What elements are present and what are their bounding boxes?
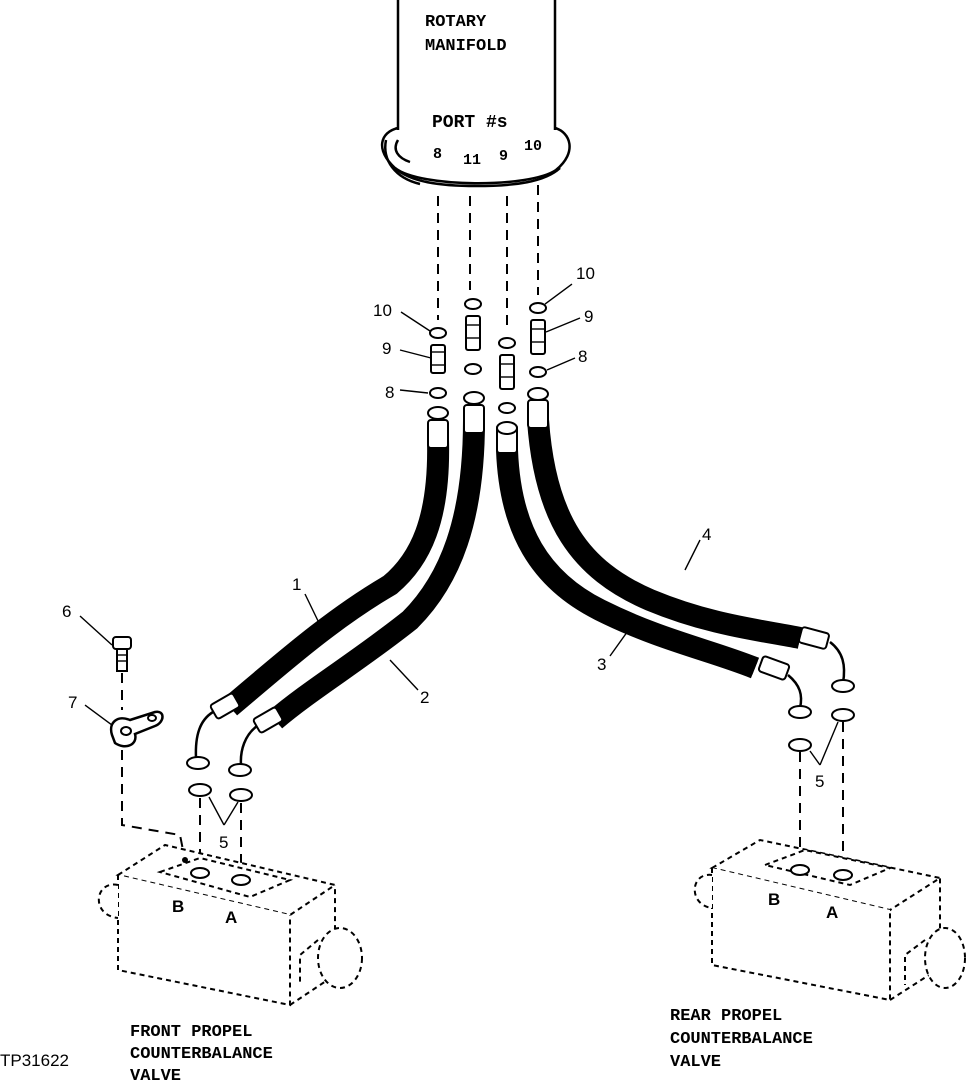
hose-1: [222, 439, 450, 716]
o-rings-rear: [788, 708, 855, 870]
rear-valve-caption-line3: VALVE: [670, 1053, 721, 1072]
rear-port-b-label: B: [768, 890, 780, 909]
rear-propel-valve-drawing: [693, 838, 966, 1002]
port-number-8: 8: [433, 146, 442, 163]
fittings-stack-left: [429, 327, 447, 399]
hose-3: [496, 449, 760, 679]
port-number-11: 11: [463, 152, 481, 169]
callout-8-left: 8: [385, 383, 394, 402]
callout-5-front: 5: [219, 833, 228, 852]
callout-9-right: 9: [584, 307, 593, 326]
front-valve-caption-line1: FRONT PROPEL: [130, 1023, 252, 1042]
callout-5-rear: 5: [815, 772, 824, 791]
hose-lower-elbows-front: [186, 692, 284, 777]
port-number-9: 9: [499, 148, 508, 165]
bolt-6: [112, 636, 132, 710]
front-port-a-label: A: [225, 908, 237, 927]
front-propel-valve-drawing: [97, 843, 363, 1007]
figure-id: TP31622: [0, 1051, 69, 1070]
front-port-b-label: B: [172, 897, 184, 916]
fittings-stack-port-9: [498, 337, 516, 414]
port-number-10: 10: [524, 138, 542, 155]
hose-top-fittings: [427, 387, 549, 454]
rear-valve-caption-line2: COUNTERBALANCE: [670, 1030, 813, 1049]
fittings-stack-right: [529, 302, 547, 378]
manifold-title-line1: ROTARY: [425, 13, 487, 32]
callout-10-left: 10: [373, 301, 392, 320]
callout-6: 6: [62, 602, 71, 621]
clamp-7: [109, 710, 186, 861]
rear-port-a-label: A: [826, 903, 838, 922]
manifold-title-line2: MANIFOLD: [425, 37, 507, 56]
callout-1: 1: [292, 575, 301, 594]
callout-3: 3: [597, 655, 606, 674]
front-valve-caption-line2: COUNTERBALANCE: [130, 1045, 273, 1064]
port-leader-lines: [437, 185, 539, 330]
fittings-stack-port-11: [464, 298, 482, 375]
rear-valve-caption-line1: REAR PROPEL: [670, 1007, 782, 1026]
ports-heading: PORT #s: [432, 113, 508, 133]
front-valve-caption-line3: VALVE: [130, 1067, 181, 1083]
callout-7: 7: [68, 693, 77, 712]
callout-2: 2: [420, 688, 429, 707]
callout-10-right: 10: [576, 264, 595, 283]
callout-9-left: 9: [382, 339, 391, 358]
hose-2: [267, 419, 485, 729]
callout-leaders: [79, 283, 701, 726]
callout-4: 4: [702, 525, 711, 544]
rotary-manifold: [380, 0, 571, 188]
hose-lower-elbows-rear: [757, 626, 855, 719]
callout-8-right: 8: [578, 347, 587, 366]
hose-4: [527, 419, 803, 649]
